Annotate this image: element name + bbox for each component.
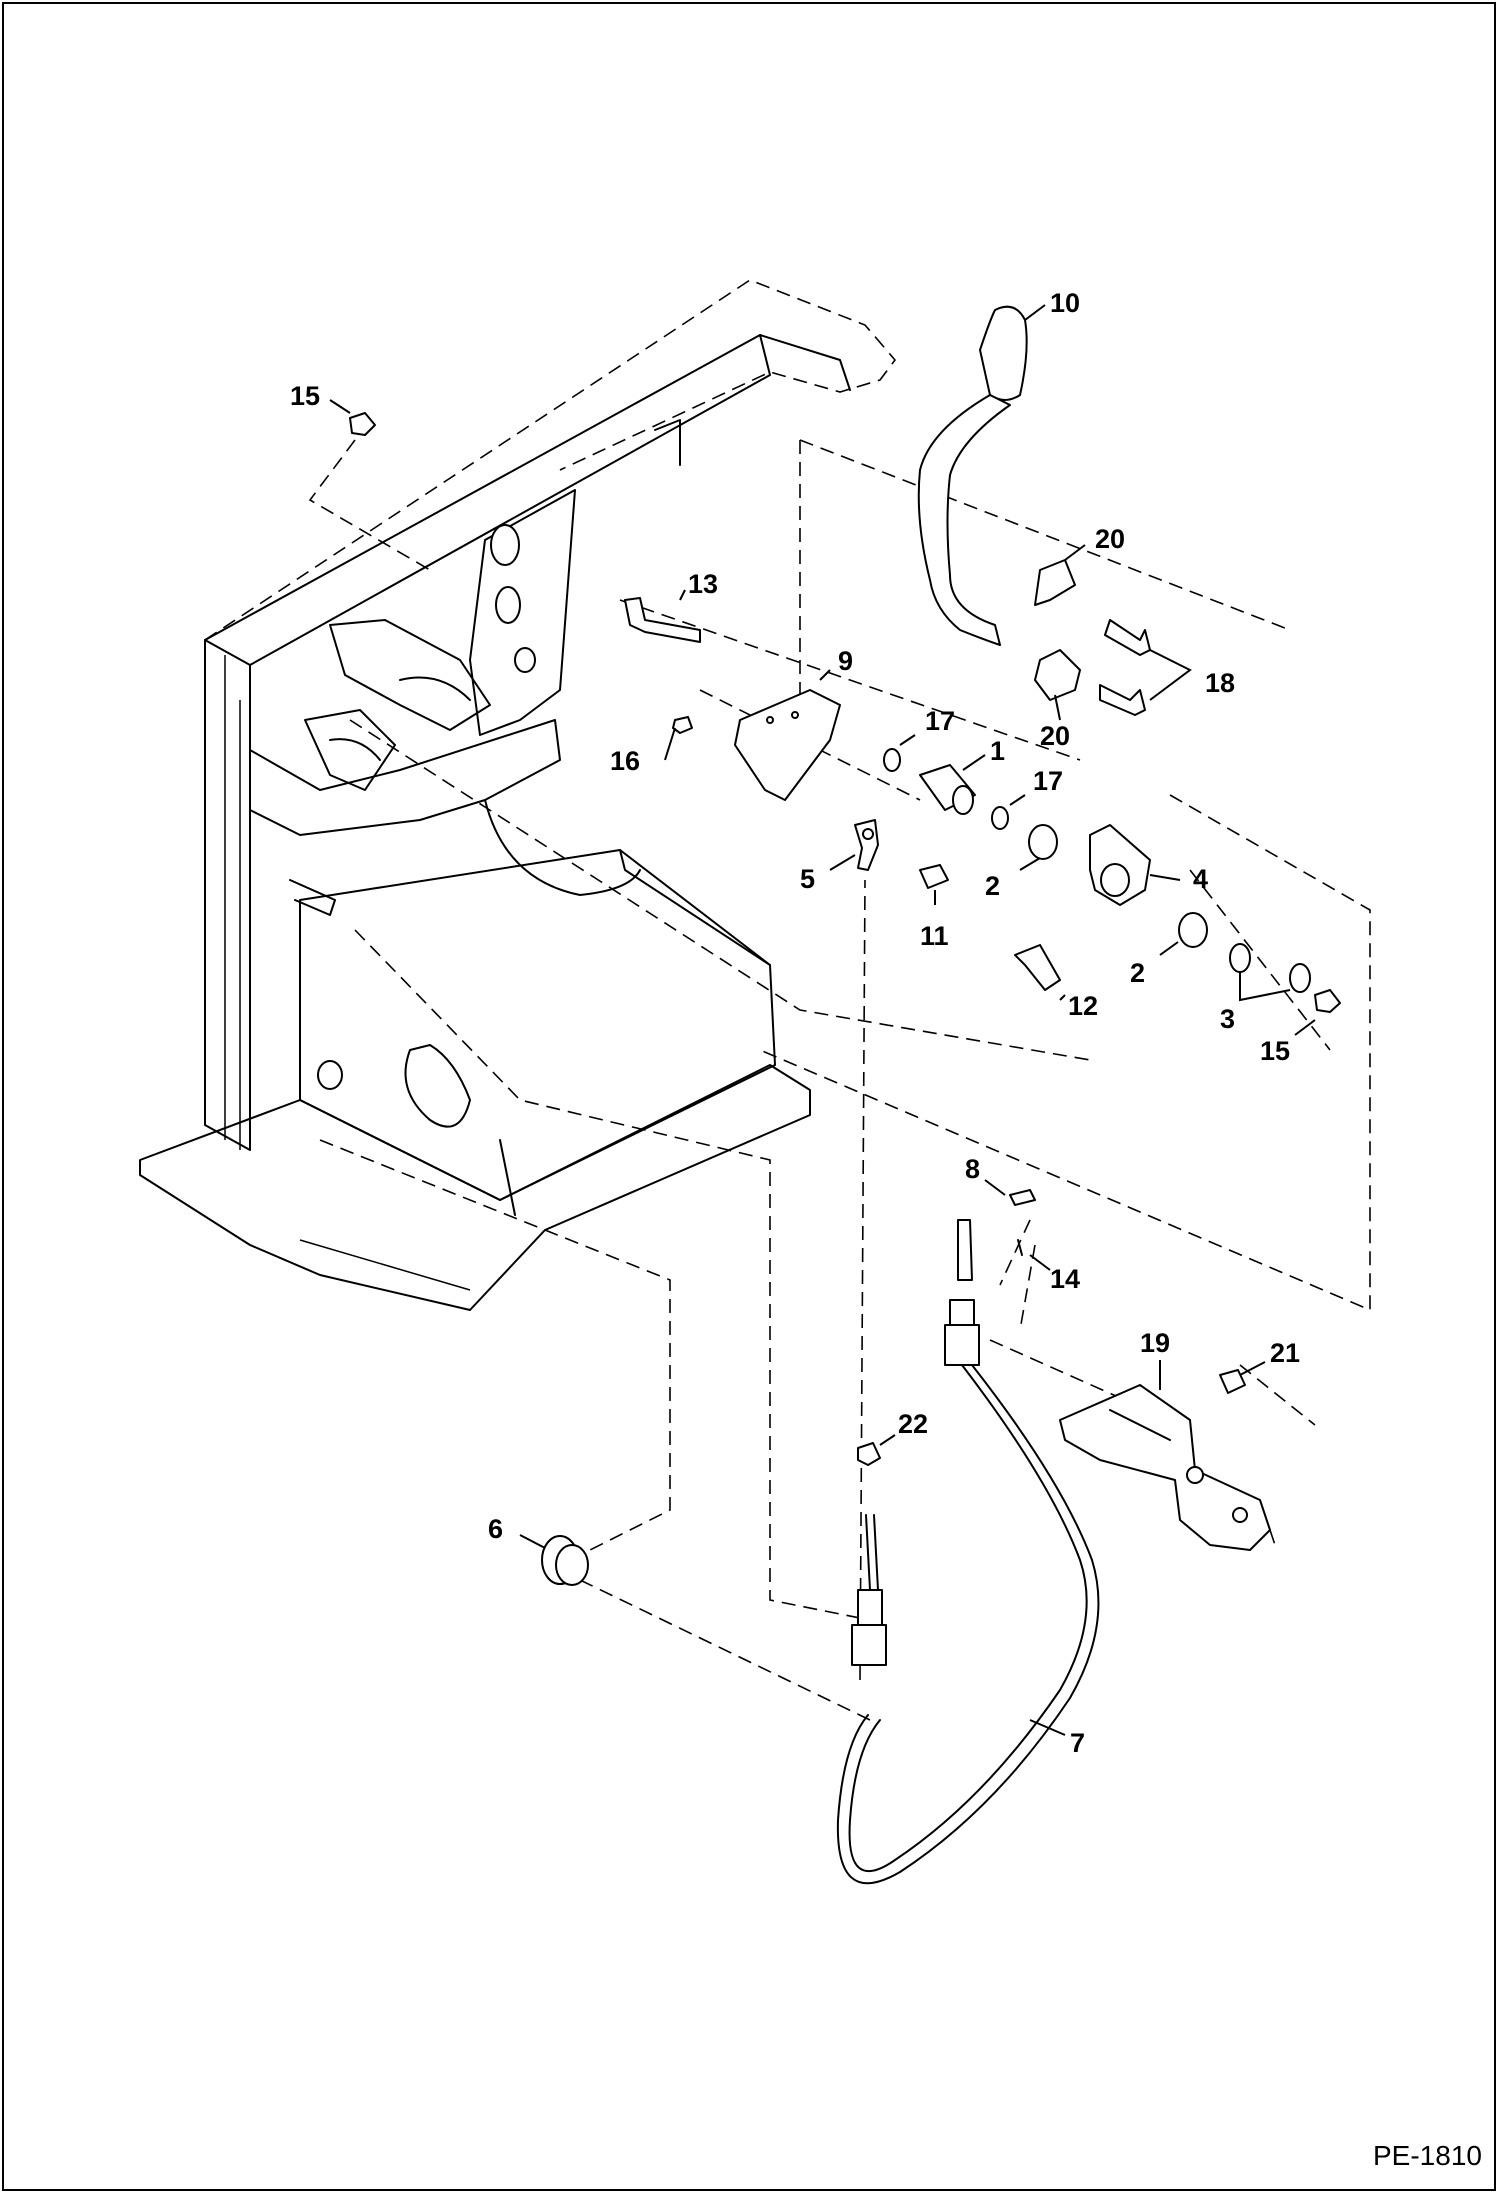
washer-3a <box>1229 943 1251 973</box>
callout-5: 5 <box>800 864 815 894</box>
callout-17-lower: 17 <box>1033 766 1063 796</box>
callout-16: 16 <box>610 746 640 776</box>
bolt-upper <box>1104 619 1151 656</box>
callout-13: 13 <box>688 569 718 599</box>
mounting-plate <box>734 689 841 801</box>
nut-22 <box>857 1442 881 1466</box>
callout-19: 19 <box>1140 1328 1170 1358</box>
clevis-pin <box>1009 1189 1036 1206</box>
cotter-pin <box>1017 1239 1023 1256</box>
rod-end <box>854 819 879 871</box>
callouts: 10 15 20 13 9 18 20 17 16 1 17 5 2 4 11 … <box>290 288 1316 1758</box>
callout-17-upper: 17 <box>925 706 955 736</box>
assembly-lines <box>308 439 1371 1721</box>
bolt-12 <box>1014 944 1061 991</box>
o-ring-2 <box>991 806 1009 830</box>
grommet <box>541 1535 589 1586</box>
pivot-lever <box>1089 824 1151 906</box>
washer-3b <box>1289 963 1311 993</box>
callout-12: 12 <box>1068 991 1098 1021</box>
nut-15-lower <box>1314 989 1341 1013</box>
callout-9: 9 <box>838 646 853 676</box>
callout-2-lower: 2 <box>1130 958 1145 988</box>
callout-14: 14 <box>1050 1264 1080 1294</box>
callout-15-upper: 15 <box>290 381 320 411</box>
bolt-11 <box>919 864 949 889</box>
callout-11: 11 <box>920 921 949 951</box>
callout-20-lower: 20 <box>1040 721 1070 751</box>
throttle-cable <box>836 1219 1100 1885</box>
callout-1: 1 <box>990 736 1005 766</box>
figure-reference: PE-1810 <box>1373 2140 1482 2171</box>
clamp-lower <box>1034 649 1081 701</box>
clamp-upper <box>1034 559 1076 606</box>
callout-3: 3 <box>1220 1004 1235 1034</box>
nut-16 <box>672 716 693 734</box>
long-bolt <box>624 597 701 643</box>
callout-7: 7 <box>1070 1728 1085 1758</box>
callout-8: 8 <box>965 1154 980 1184</box>
cable-bracket <box>1059 1384 1271 1551</box>
bushing-2b <box>1178 912 1208 948</box>
bushing-2a <box>1028 824 1058 860</box>
callout-10: 10 <box>1050 288 1080 318</box>
control-lever <box>917 305 1028 646</box>
o-ring-1 <box>883 748 901 772</box>
callout-21: 21 <box>1270 1338 1300 1368</box>
bushing-1 <box>919 764 976 815</box>
bolt-lower <box>1099 684 1146 716</box>
callout-15-lower: 15 <box>1260 1036 1290 1066</box>
callout-4: 4 <box>1193 864 1208 894</box>
callout-20-upper: 20 <box>1095 524 1125 554</box>
bolt-21 <box>1219 1369 1246 1394</box>
callout-18: 18 <box>1205 668 1235 698</box>
callout-22: 22 <box>898 1409 928 1439</box>
callout-6: 6 <box>488 1514 503 1544</box>
chassis-frame <box>139 279 897 1311</box>
callout-2-upper: 2 <box>985 871 1000 901</box>
nut-15-upper <box>349 412 376 436</box>
